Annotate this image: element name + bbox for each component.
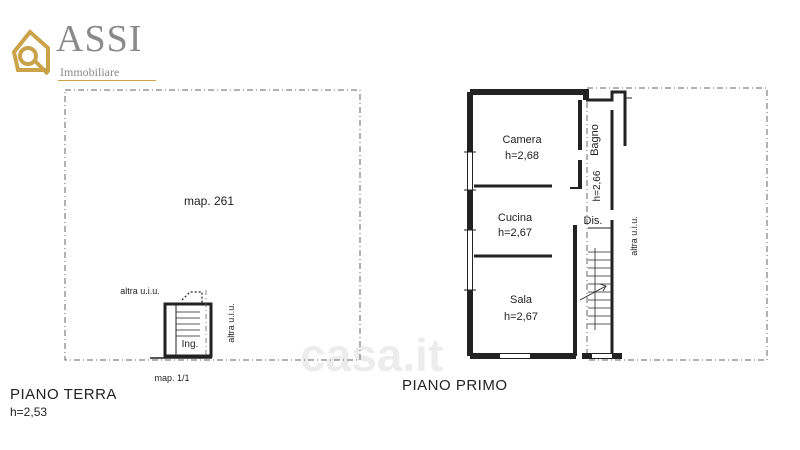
room-height-camera: h=2,68 xyxy=(505,150,539,162)
other-unit-label-side: altra u.i.u. xyxy=(226,303,236,343)
map-reference: map. 1/1 xyxy=(154,373,189,383)
room-name-bagno: Bagno xyxy=(589,124,601,156)
floor-height-terra: h=2,53 xyxy=(10,405,48,419)
apartment-walls xyxy=(464,89,632,359)
room-height-cucina: h=2,67 xyxy=(498,227,532,239)
other-unit-label-primo: altra u.i.u. xyxy=(629,216,639,256)
house-key-icon xyxy=(11,29,50,76)
other-unit-label-top: altra u.i.u. xyxy=(120,286,160,296)
room-height-sala: h=2,67 xyxy=(504,311,538,323)
room-name-camera: Camera xyxy=(502,134,542,146)
map-label: map. 261 xyxy=(184,194,234,208)
lot-boundary-primo xyxy=(586,87,768,361)
logo-sub-text: Immobiliare xyxy=(60,65,120,79)
agency-logo: ASSI Immobiliare xyxy=(8,14,158,84)
room-name-dis: Dis. xyxy=(584,215,603,227)
entrance-unit xyxy=(150,290,213,359)
entrance-label: Ing. xyxy=(182,339,199,350)
watermark: casa.it xyxy=(300,329,444,381)
floor-title-terra: PIANO TERRA xyxy=(10,386,117,403)
logo-underline xyxy=(58,80,156,81)
lot-boundary-terra xyxy=(64,89,361,361)
room-name-sala: Sala xyxy=(510,294,533,306)
room-name-cucina: Cucina xyxy=(498,212,533,224)
floor-title-primo: PIANO PRIMO xyxy=(402,377,508,394)
room-height-bagno: h=2,66 xyxy=(592,170,603,201)
logo-brand-text: ASSI xyxy=(56,18,143,60)
